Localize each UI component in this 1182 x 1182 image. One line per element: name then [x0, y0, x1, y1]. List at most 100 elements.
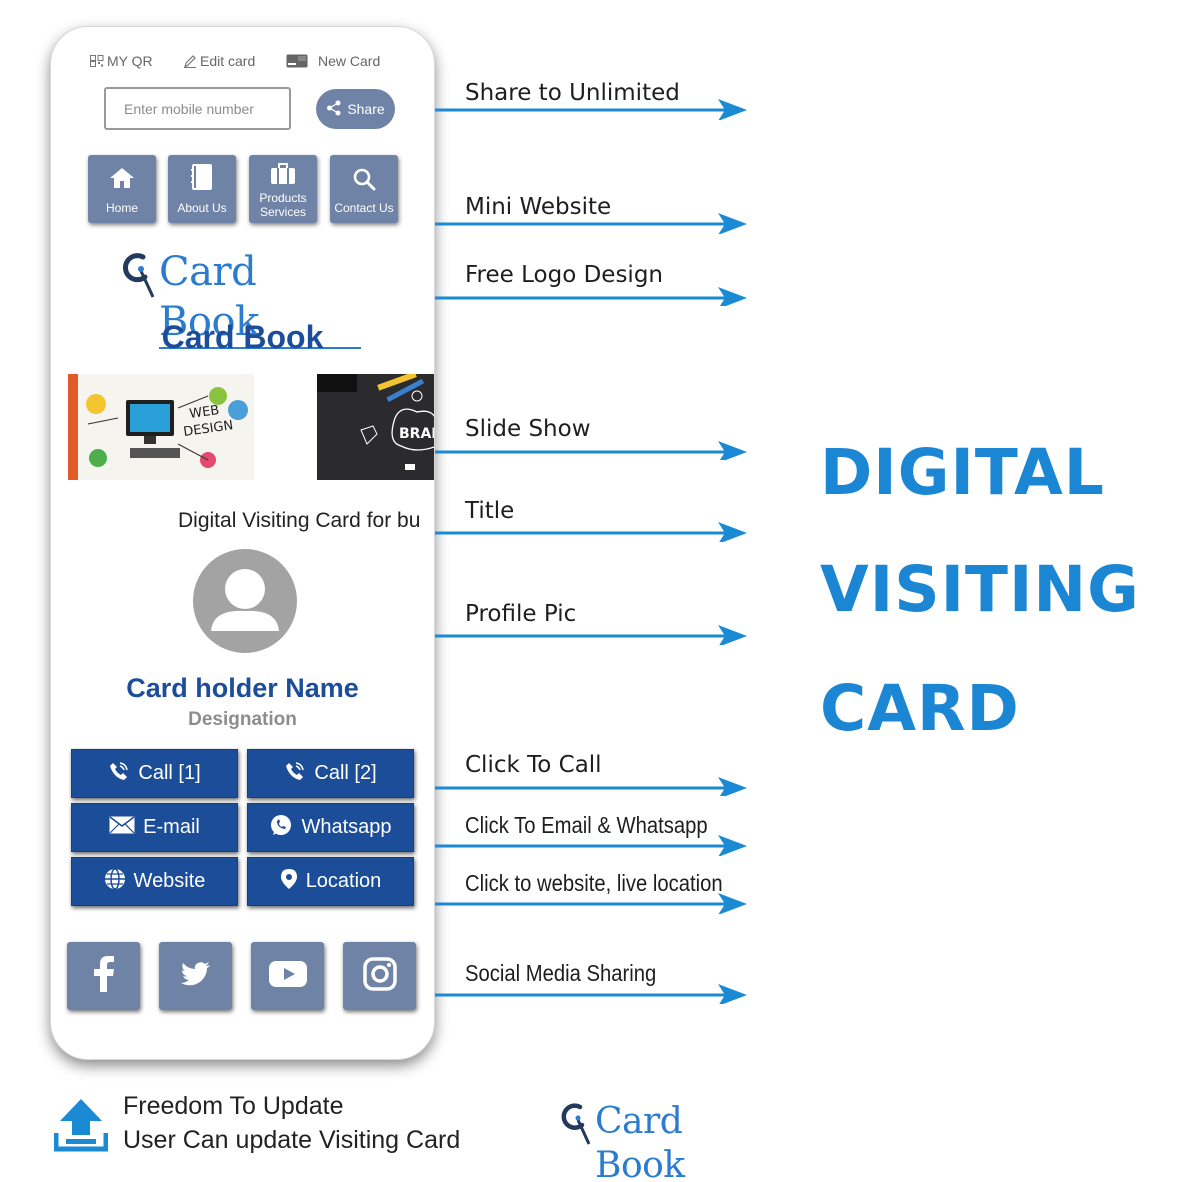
email-button[interactable]: E-mail: [71, 803, 238, 852]
nav-about-button[interactable]: About Us: [168, 155, 236, 223]
feature-label: Social Media Sharing: [465, 960, 657, 986]
qr-icon: [90, 55, 104, 67]
card-title: Card Book: [161, 319, 324, 355]
slide2-word: BRAI: [399, 426, 435, 442]
feature-label: Click To Email & Whatsapp: [465, 812, 708, 838]
feature-website-location: Click to website, live location: [435, 870, 750, 914]
twitter-icon: [180, 961, 211, 991]
search-icon: [330, 167, 398, 191]
arrow-icon: [435, 777, 747, 796]
footer-logo-text: Card Book: [595, 1100, 770, 1182]
nav-about-label: About Us: [177, 201, 227, 215]
feature-label: Mini Website: [465, 194, 612, 220]
book-icon: [168, 163, 236, 191]
call-1-button[interactable]: Call [1]: [71, 749, 238, 798]
new-card-link[interactable]: New Card: [286, 53, 380, 69]
nav-products-label-line2: Services: [259, 205, 306, 219]
twitter-button[interactable]: [159, 942, 232, 1010]
card-book-logo-icon: [121, 249, 161, 306]
globe-icon: [104, 867, 126, 896]
briefcase-icon: [249, 163, 317, 185]
footer-brand-logo: Card Book: [560, 1100, 770, 1182]
call-2-button[interactable]: Call [2]: [247, 749, 414, 798]
email-label: E-mail: [143, 816, 200, 838]
arrow-icon: [435, 287, 747, 306]
instagram-icon: [362, 956, 397, 996]
mobile-number-input[interactable]: [104, 87, 291, 130]
slide1-word-web: WEB: [188, 403, 220, 422]
feature-label: Click to website, live location: [465, 870, 723, 896]
feature-social-media: Social Media Sharing: [435, 960, 750, 1004]
arrow-icon: [435, 99, 747, 120]
slideshow-image-web-design[interactable]: WEB DESIGN: [68, 374, 254, 480]
slide1-word-design: DESIGN: [182, 418, 234, 440]
nav-home-label: Home: [105, 201, 138, 215]
nav-home-button[interactable]: Home: [88, 155, 156, 223]
whatsapp-label: Whatsapp: [301, 816, 392, 838]
whatsapp-icon: [269, 813, 293, 843]
mini-website-nav: Home About Us Products Services Contact …: [88, 155, 398, 223]
nav-products-label: Products Services: [249, 191, 317, 219]
feature-label: Click To Call: [465, 752, 602, 778]
call-2-label: Call [2]: [314, 762, 377, 784]
whatsapp-button[interactable]: Whatsapp: [247, 803, 414, 852]
arrow-icon: [435, 984, 747, 1004]
headline-line-2: VISITING: [820, 553, 1140, 626]
card-holder-name: Card holder Name: [126, 673, 359, 703]
arrow-icon: [435, 522, 747, 542]
arrow-icon: [435, 213, 747, 234]
feature-label: Profile Pic: [465, 601, 577, 627]
edit-card-link[interactable]: Edit card: [183, 53, 255, 69]
brand-logo-text: Card Book: [159, 247, 361, 349]
feature-share-unlimited: Share to Unlimited: [435, 80, 750, 120]
nav-products-button[interactable]: Products Services: [249, 155, 317, 223]
feature-title: Title: [435, 498, 750, 542]
feature-label: Title: [465, 498, 515, 524]
phone-card-preview: MY QR Edit card New Card Share Home: [50, 26, 435, 1060]
feature-click-to-call: Click To Call: [435, 752, 750, 796]
location-label: Location: [305, 870, 382, 892]
feature-profile-pic: Profile Pic: [435, 601, 750, 645]
nav-products-label-line1: Products: [259, 191, 307, 205]
facebook-icon: [92, 955, 116, 997]
feature-label: Free Logo Design: [465, 262, 663, 288]
call-1-label: Call [1]: [138, 762, 201, 784]
feature-label: Slide Show: [465, 416, 591, 442]
arrow-icon: [435, 625, 747, 645]
profile-pic-avatar[interactable]: [193, 549, 297, 653]
map-pin-icon: [280, 868, 298, 896]
new-card-label: New Card: [318, 53, 381, 69]
feature-free-logo: Free Logo Design: [435, 262, 750, 306]
feature-email-whatsapp: Click To Email & Whatsapp: [435, 812, 750, 856]
youtube-button[interactable]: [251, 942, 324, 1010]
slideshow-image-brand[interactable]: BRAI: [317, 374, 435, 480]
phone-icon: [284, 760, 306, 788]
website-button[interactable]: Website: [71, 857, 238, 906]
card-icon: [286, 54, 308, 68]
card-tagline: Digital Visiting Card for bu: [178, 509, 421, 532]
youtube-icon: [268, 960, 307, 992]
upload-icon: [53, 1097, 109, 1158]
feature-mini-website: Mini Website: [435, 194, 750, 234]
my-qr-link[interactable]: MY QR: [90, 53, 153, 69]
nav-contact-button[interactable]: Contact Us: [330, 155, 398, 223]
website-label: Website: [133, 870, 206, 892]
facebook-button[interactable]: [67, 942, 140, 1010]
nav-contact-label: Contact Us: [334, 201, 394, 215]
share-label: Share: [347, 101, 385, 117]
headline-line-3: CARD: [820, 672, 1020, 745]
my-qr-label: MY QR: [107, 53, 153, 69]
user-icon: [211, 569, 279, 631]
card-book-logo-icon: [560, 1100, 596, 1153]
pencil-icon: [183, 54, 197, 68]
share-button[interactable]: Share: [316, 89, 395, 129]
location-button[interactable]: Location: [247, 857, 414, 906]
feature-slide-show: Slide Show: [435, 416, 750, 460]
card-topbar: MY QR Edit card New Card: [51, 53, 434, 73]
edit-card-label: Edit card: [200, 53, 256, 69]
instagram-button[interactable]: [343, 942, 416, 1010]
envelope-icon: [109, 815, 135, 840]
phone-icon: [108, 760, 130, 788]
arrow-icon: [435, 835, 747, 856]
home-icon: [88, 166, 156, 190]
